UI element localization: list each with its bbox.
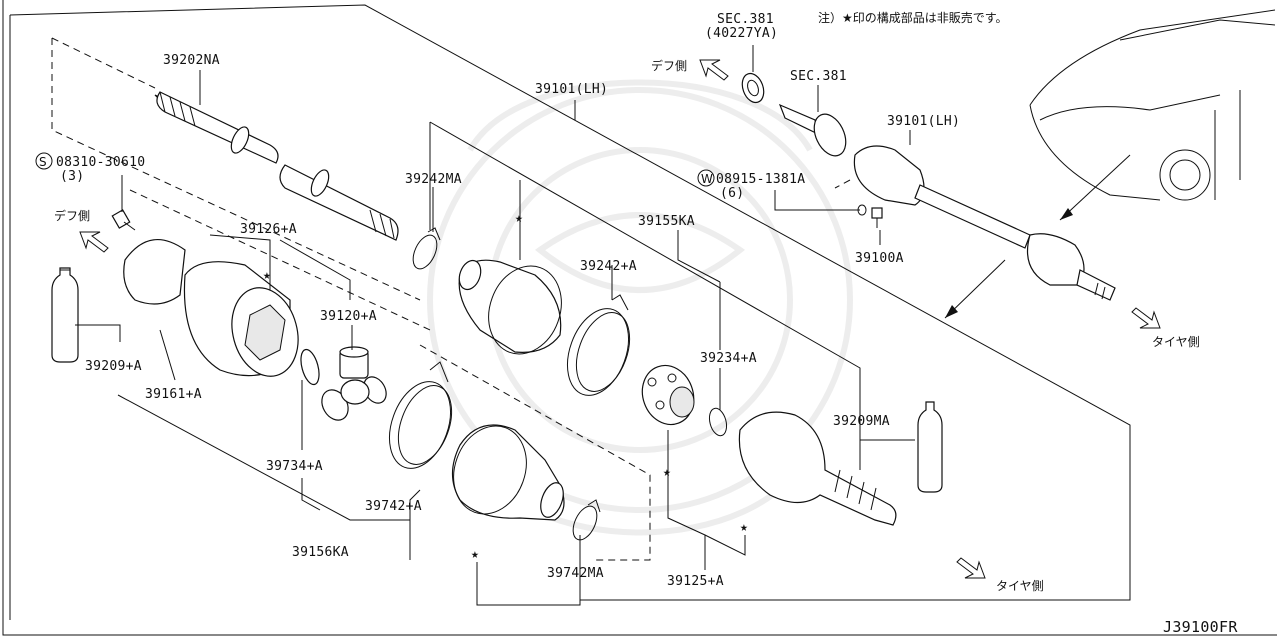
label-08915-1381A: 08915-1381A [716, 172, 805, 187]
oil-seal [741, 72, 765, 104]
direction-arrows [944, 154, 1131, 319]
label-39100A: 39100A [855, 251, 904, 266]
tire-side-arrow-bottom [956, 557, 986, 579]
label-39161A: 39161+A [145, 387, 202, 402]
ball-cage [641, 364, 695, 426]
label-sec381-a: SEC.381 [717, 12, 774, 27]
star-icon: ★ [263, 268, 271, 283]
diff-side-arrow-left [79, 231, 109, 253]
w-symbol-circle [697, 169, 715, 187]
star-icon: ★ [663, 465, 671, 480]
star-icon: ★ [740, 520, 748, 535]
band-39742A [389, 361, 453, 469]
snap-ring-39234A [708, 407, 728, 437]
label-39742A: 39742+A [365, 499, 422, 514]
label-39234A: 39234+A [700, 351, 757, 366]
shaft-assembly-39101LH [853, 145, 1116, 301]
tire-side-arrow-right [1131, 307, 1161, 329]
label-tire-side-bottom: タイヤ側 [996, 579, 1044, 593]
bolt-39100A [857, 204, 883, 228]
note-text: 注）★印の構成部品は非販売です。 [818, 10, 1008, 25]
w-symbol: W [701, 172, 713, 186]
s-symbol: S [39, 155, 47, 169]
label-39156KA: 39156KA [292, 545, 349, 560]
grease-tube-39209A [51, 267, 79, 363]
star-icon: ★ [515, 211, 523, 226]
label-diff-side-left: デフ側 [54, 208, 90, 223]
snap-ring-39734A [300, 348, 320, 386]
band-39742MA [572, 499, 601, 541]
label-39126A: 39126+A [240, 222, 297, 237]
label-39209A: 39209+A [85, 359, 142, 374]
shaft-39202NA [154, 91, 399, 241]
assembly-outlines [9, 4, 1131, 620]
clip-39242MA [412, 227, 441, 270]
vehicle-illustration [1029, 9, 1276, 201]
label-39101LH-a: 39101(LH) [535, 82, 608, 97]
part-labels: 39202NA 08310-30610 (3) デフ側 39126+A 3912… [54, 12, 1238, 636]
label-sec381-b: SEC.381 [790, 69, 847, 84]
label-39742MA: 39742MA [547, 566, 604, 581]
label-08310-qty: (3) [60, 169, 84, 184]
label-39242MA: 39242MA [405, 172, 462, 187]
label-39101LH-b: 39101(LH) [887, 114, 960, 129]
outer-joint [738, 411, 897, 526]
label-39125A: 39125+A [667, 574, 724, 589]
non-sale-stars: ★ ★ ★ ★ ★ [263, 211, 748, 562]
boot-upper [458, 259, 562, 355]
label-39209MA: 39209MA [833, 414, 890, 429]
diff-side-arrow-top [699, 59, 729, 81]
star-icon: ★ [471, 547, 479, 562]
bolt-08310 [111, 209, 136, 231]
band-39242A [567, 294, 631, 396]
housing-39126A [183, 261, 299, 377]
dust-cover-39161A [123, 239, 186, 305]
label-tire-side-right: タイヤ側 [1152, 335, 1200, 349]
label-40227YA: (40227YA) [705, 26, 778, 41]
label-39120A: 39120+A [320, 309, 377, 324]
diagram-code: J39100FR [1163, 618, 1238, 636]
label-08915-qty: (6) [720, 186, 744, 201]
leader-lines [75, 45, 915, 606]
label-39155KA: 39155KA [638, 214, 695, 229]
label-39734A: 39734+A [266, 459, 323, 474]
grease-tube-39209MA [917, 401, 943, 493]
label-08310-30610: 08310-30610 [56, 155, 145, 170]
label-diff-side-top: デフ側 [651, 58, 687, 73]
spider-39120A [321, 346, 387, 421]
label-39242A: 39242+A [580, 259, 637, 274]
dashed-lines [51, 37, 851, 561]
boot-39742 [451, 424, 565, 521]
label-39202NA: 39202NA [163, 53, 220, 68]
s-symbol-circle [35, 152, 53, 170]
flange [778, 103, 847, 157]
